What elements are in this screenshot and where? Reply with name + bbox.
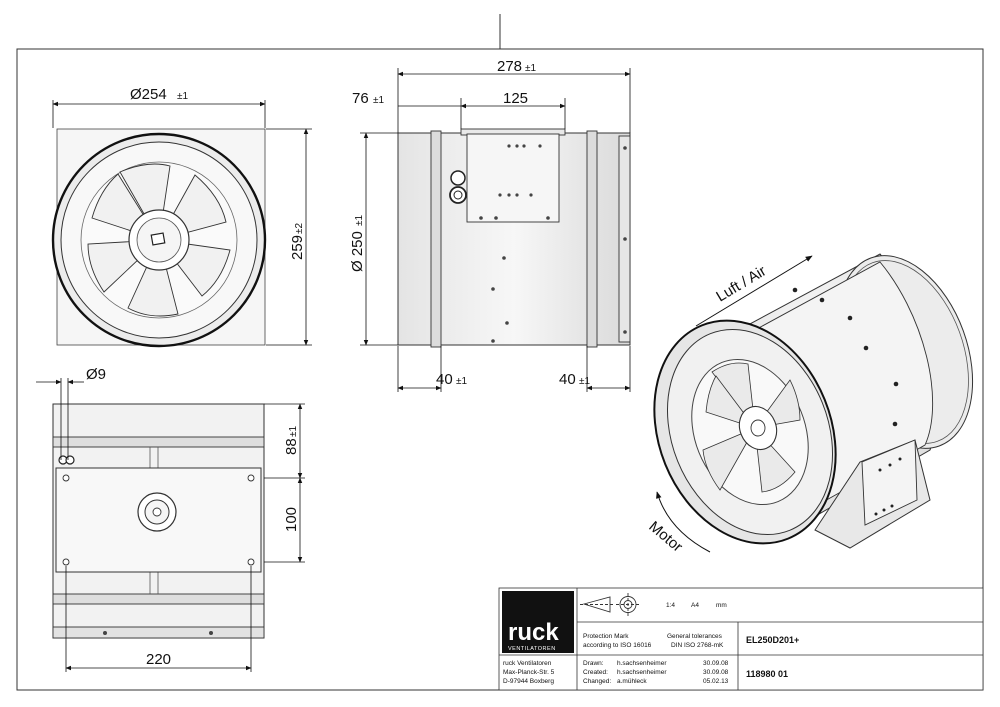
dim-hole-spacing: 100 <box>283 507 300 532</box>
company-line2: Max-Planck-Str. 5 <box>503 669 555 676</box>
rotation-arrow <box>656 491 711 553</box>
tol-duct-diameter: ±1 <box>354 215 365 226</box>
tol-length: ±1 <box>525 63 536 74</box>
units-value: mm <box>716 602 727 609</box>
product-name: EL250D201+ <box>746 635 799 645</box>
isometric-holes <box>792 287 902 516</box>
dim-top-offset: 88 <box>283 438 300 455</box>
part-number: 118980 01 <box>746 669 788 679</box>
dim-right-ring: 40 <box>559 371 576 388</box>
front-view-dimensions <box>52 100 312 346</box>
general-tolerances-line2: DIN ISO 2768-mK <box>671 642 724 649</box>
drawn-label: Drawn: <box>583 660 604 667</box>
dim-duct-diameter: Ø 250 <box>349 231 366 272</box>
dim-bracket-width: 125 <box>503 90 528 107</box>
tol-flange-offset: ±1 <box>373 95 384 106</box>
side-view <box>397 128 631 348</box>
dim-base-width: 220 <box>146 651 171 668</box>
company-line1: ruck Ventilatoren <box>503 660 552 667</box>
dim-hole-diameter: Ø9 <box>86 366 106 383</box>
side-view-dimensions <box>360 68 631 392</box>
created-label: Created: <box>583 669 608 676</box>
created-by: h.sachsenheimer <box>617 669 667 676</box>
fan-blades-front <box>87 163 231 317</box>
dim-height: 259 <box>289 235 306 260</box>
tol-outer-diameter: ±1 <box>177 91 188 102</box>
company-logo <box>502 591 574 653</box>
general-tolerances-line1: General tolerances <box>667 633 723 640</box>
dim-outer-diameter: Ø254 <box>130 86 167 103</box>
logo-text: ruck <box>508 619 559 646</box>
changed-by: a.mühleck <box>617 678 647 685</box>
protection-mark-line2: according to ISO 16016 <box>583 642 652 649</box>
paper-size: A4 <box>691 602 699 609</box>
drawn-by: h.sachsenheimer <box>617 660 667 667</box>
protection-mark-line1: Protection Mark <box>583 633 629 640</box>
changed-date: 05.02.13 <box>703 678 729 685</box>
tol-height: ±2 <box>294 223 305 234</box>
bracket-holes <box>479 144 627 343</box>
drawn-date: 30.09.08 <box>703 660 729 667</box>
scale-value: 1:4 <box>666 602 675 609</box>
created-date: 30.09.08 <box>703 669 729 676</box>
tol-right-ring: ±1 <box>579 376 590 387</box>
bottom-view-dimensions <box>36 378 305 672</box>
company-line3: D-97944 Boxberg <box>503 678 554 685</box>
front-view <box>51 128 267 348</box>
tol-top-offset: ±1 <box>288 426 299 437</box>
title-block <box>498 587 984 691</box>
isometric-view <box>653 253 974 549</box>
changed-label: Changed: <box>583 678 611 685</box>
dim-flange-offset: 76 <box>352 90 369 107</box>
projection-symbol <box>580 593 640 616</box>
airflow-arrow <box>695 255 813 327</box>
dim-left-ring: 40 <box>436 371 453 388</box>
bottom-view <box>52 403 265 639</box>
tol-left-ring: ±1 <box>456 376 467 387</box>
rotation-label: Motor <box>645 518 685 556</box>
logo-subtext: VENTILATOREN <box>508 646 556 652</box>
dim-length: 278 <box>497 58 522 75</box>
